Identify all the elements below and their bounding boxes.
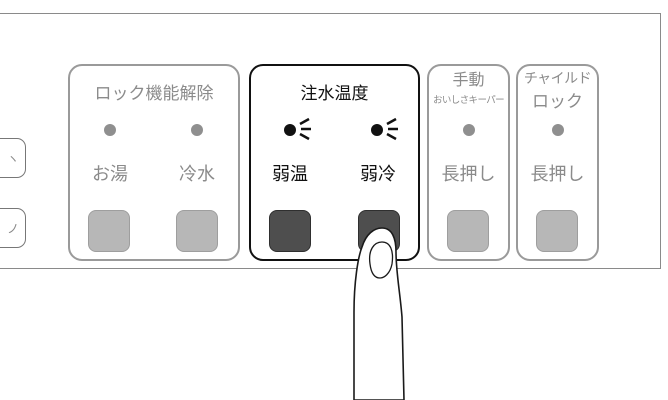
manual-keeper-button[interactable] bbox=[447, 210, 489, 252]
manual-keeper-subtitle: おいしさキーパー bbox=[432, 95, 505, 106]
weak-warm-lamp bbox=[284, 124, 296, 136]
cold-water-label: 冷水 bbox=[179, 164, 215, 185]
child-lock-long-press-label: 長押し bbox=[530, 164, 585, 185]
weak-cool-lamp bbox=[371, 124, 383, 136]
manual-keeper-title: 手動 bbox=[452, 70, 485, 89]
left-side-button-1[interactable]: ヽ bbox=[0, 138, 26, 178]
manual-keeper-long-press-label: 長押し bbox=[441, 164, 496, 185]
weak-warm-blink-icon bbox=[299, 117, 311, 141]
pressing-finger-icon bbox=[353, 227, 405, 400]
hot-water-lamp bbox=[104, 124, 116, 136]
child-lock-title-line1: チャイルド bbox=[523, 71, 592, 87]
manual-keeper-lamp bbox=[463, 124, 475, 136]
left-side-button-2-mark: ノ bbox=[6, 222, 19, 236]
child-lock-title-line2: ロック bbox=[532, 92, 583, 112]
child-lock-button[interactable] bbox=[536, 210, 578, 252]
hot-water-button[interactable] bbox=[88, 210, 130, 252]
left-side-button-1-mark: ヽ bbox=[6, 152, 19, 166]
weak-cool-label: 弱冷 bbox=[360, 164, 396, 185]
lock-release-title: ロック機能解除 bbox=[94, 84, 214, 104]
water-temperature-title: 注水温度 bbox=[300, 84, 369, 104]
weak-warm-button[interactable] bbox=[269, 210, 311, 252]
cold-water-lamp bbox=[191, 124, 203, 136]
weak-warm-label: 弱温 bbox=[272, 164, 308, 185]
weak-cool-blink-icon bbox=[386, 117, 398, 141]
hot-water-label: お湯 bbox=[92, 164, 128, 185]
child-lock-lamp bbox=[552, 124, 564, 136]
left-side-button-2[interactable]: ノ bbox=[0, 208, 26, 248]
cold-water-button[interactable] bbox=[176, 210, 218, 252]
